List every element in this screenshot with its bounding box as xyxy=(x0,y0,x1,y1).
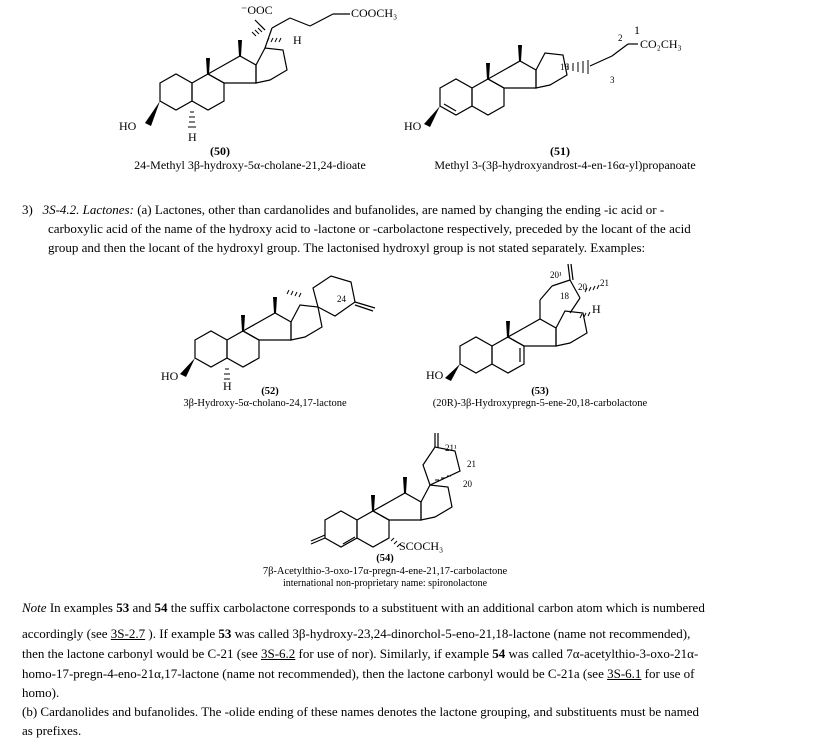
structure-50-top-left-label: ⁻OOC xyxy=(241,3,273,17)
structure-51-diagram: 2 1 16 3 CO₂CH₃ HO xyxy=(404,23,682,133)
structure-54-locant-21-1: 21¹ xyxy=(445,443,457,453)
note-text: for use of xyxy=(641,666,695,681)
structure-53-diagram: 20¹ 20 21 18 H HO xyxy=(426,263,609,382)
structure-51-number: (51) xyxy=(550,144,570,158)
structure-50-diagram: ⁻OOC COOCH₃ H HO H xyxy=(119,3,397,144)
link-3s-2-7[interactable]: 3S-2.7 xyxy=(110,626,146,641)
note-text: ). If example xyxy=(145,626,219,641)
structure-52-h-bottom-label: H xyxy=(223,379,232,393)
note-line-6: (b) Cardanolides and bufanolides. The -o… xyxy=(22,704,700,719)
structure-54-number: (54) xyxy=(376,553,394,564)
note-text: homo-17-pregn-4-eno-21α,17-lactone (name… xyxy=(22,666,608,681)
note-text: for use of nor). Similarly, if example xyxy=(295,646,493,661)
note-text: then the lactone carbonyl would be C-21 … xyxy=(22,646,261,661)
structure-54-locant-21: 21 xyxy=(467,459,476,469)
item-3-line-1-text: (a) Lactones, other than cardanolides an… xyxy=(133,202,665,217)
note-text: In examples xyxy=(46,600,117,615)
structure-53-h-label: H xyxy=(592,302,601,316)
structure-50-h-bottom-label: H xyxy=(188,130,197,144)
item-3-line-2: carboxylic acid of the name of the hydro… xyxy=(48,221,691,236)
structure-53-locant-20-1: 20¹ xyxy=(550,270,562,280)
structure-52-diagram: 24 HO H xyxy=(161,275,376,393)
structure-52-name: 3β-Hydroxy-5α-cholano-24,17-lactone xyxy=(183,398,347,409)
structure-51-locant-16: 16 xyxy=(560,62,570,72)
structure-50-h-label: H xyxy=(293,33,302,47)
structure-52-ho-label: HO xyxy=(161,369,179,383)
note-line-5: homo). xyxy=(22,685,60,700)
link-3s-6-1[interactable]: 3S-6.1 xyxy=(607,666,642,681)
item-3-marker: 3) xyxy=(22,202,33,217)
item-3-line-1: 3) 3S-4.2. Lactones: (a) Lactones, other… xyxy=(22,200,812,219)
note-line-2: accordingly (see 3S-2.7 ). If example 53… xyxy=(22,624,817,643)
structure-51-locant-2: 2 xyxy=(618,33,623,43)
note-example-54: 54 xyxy=(492,646,506,661)
structure-51-ho-label: HO xyxy=(404,119,422,133)
structure-53-locant-18: 18 xyxy=(560,291,570,301)
note-line-7: as prefixes. xyxy=(22,723,82,738)
note-line-3: then the lactone carbonyl would be C-21 … xyxy=(22,644,817,663)
note-label: Note xyxy=(22,600,47,615)
structure-53-ho-label: HO xyxy=(426,368,444,382)
structure-53-name: (20R)-3β-Hydroxypregn-5-ene-20,18-carbol… xyxy=(432,398,648,409)
structure-53-number: (53) xyxy=(531,386,549,397)
note-line-4: homo-17-pregn-4-eno-21α,17-lactone (name… xyxy=(22,664,817,683)
structure-53-locant-21: 21 xyxy=(600,278,609,288)
note-example-53: 53 xyxy=(116,600,130,615)
structure-50-top-right-label: COOCH₃ xyxy=(351,6,397,20)
structure-51-ester-label: CO₂CH₃ xyxy=(640,37,682,51)
structure-51-name: Methyl 3-(3β-hydroxyandrost-4-en-16α-yl)… xyxy=(434,158,696,172)
note-text: the suffix carbolactone corresponds to a… xyxy=(167,600,705,615)
note-example-54: 54 xyxy=(154,600,168,615)
structure-53-locant-20: 20 xyxy=(578,282,588,292)
structure-50-number: (50) xyxy=(210,144,230,158)
note-text: and xyxy=(129,600,155,615)
structure-54-locant-20: 20 xyxy=(463,479,473,489)
structure-54-scoch3-label: SCOCH₃ xyxy=(399,539,443,553)
structure-50-ho-label: HO xyxy=(119,119,137,133)
structure-50-name: 24-Methyl 3β-hydroxy-5α-cholane-21,24-di… xyxy=(134,158,366,172)
structure-54-diagram: 21¹ 21 20 SCOCH₃ xyxy=(310,433,476,553)
note-example-53: 53 xyxy=(218,626,232,641)
structure-54-name: 7β-Acetylthio-3-oxo-17α-pregn-4-ene-21,1… xyxy=(262,566,508,577)
structure-54-inn: international non-proprietary name: spir… xyxy=(282,578,488,589)
structure-52-locant-24: 24 xyxy=(337,294,347,304)
note-text: was called 3β-hydroxy-23,24-dinorchol-5-… xyxy=(231,626,691,641)
item-3-line-3: group and then the locant of the hydroxy… xyxy=(48,240,646,255)
item-3-heading: 3S-4.2. Lactones: xyxy=(42,202,134,217)
structure-51-locant-3: 3 xyxy=(610,75,615,85)
link-3s-6-2[interactable]: 3S-6.2 xyxy=(260,646,296,661)
note-text: was called 7α-acetylthio-3-oxo-21α- xyxy=(505,646,699,661)
note-line-1: Note In examples 53 and 54 the suffix ca… xyxy=(22,598,817,617)
note-text: accordingly (see xyxy=(22,626,111,641)
structure-52-number: (52) xyxy=(261,386,279,397)
structure-51-locant-1: 1 xyxy=(634,23,640,37)
